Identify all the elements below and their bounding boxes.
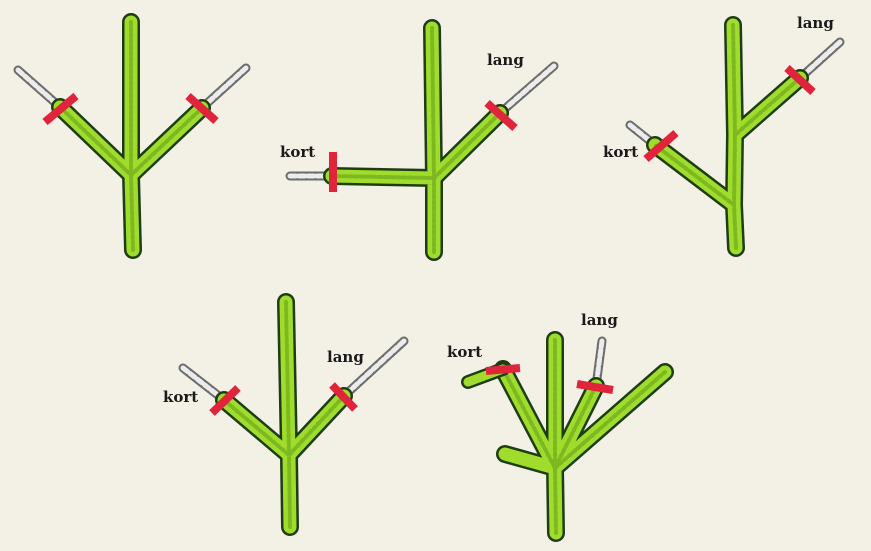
tree-5-label-short: kort — [447, 343, 482, 361]
tree-2-label-short: kort — [280, 143, 315, 161]
tree-3-cut-long — [784, 65, 816, 95]
tree-1-cut-right — [185, 93, 219, 124]
tree-2-branches — [323, 19, 509, 261]
tree-4-cut-long — [329, 382, 358, 412]
tree-3: kort lang — [603, 14, 845, 257]
tree-4-label-long: lang — [327, 348, 364, 366]
tree-3-cut-short — [643, 129, 679, 163]
tree-3-label-long: lang — [797, 14, 834, 32]
tree-4-branches — [215, 293, 353, 536]
tree-3-label-short: kort — [603, 143, 638, 161]
tree-1-cut-left — [42, 92, 79, 126]
tree-2: kort lang — [280, 19, 559, 261]
tree-5: kort lang — [447, 311, 674, 542]
tree-5-cut-short — [485, 364, 521, 375]
tree-1-branches — [51, 13, 211, 259]
tree-1-removed-parts — [13, 63, 251, 112]
tree-2-label-long: lang — [487, 51, 524, 69]
tree-5-cut-long — [576, 380, 614, 394]
tree-4-label-short: kort — [163, 388, 198, 406]
tree-3-branches — [646, 16, 809, 257]
tree-1 — [13, 13, 251, 259]
tree-5-label-long: lang — [581, 311, 618, 329]
tree-4: kort lang — [163, 293, 409, 536]
tree-4-cut-short — [209, 385, 241, 416]
tree-2-cut-long — [484, 100, 518, 131]
